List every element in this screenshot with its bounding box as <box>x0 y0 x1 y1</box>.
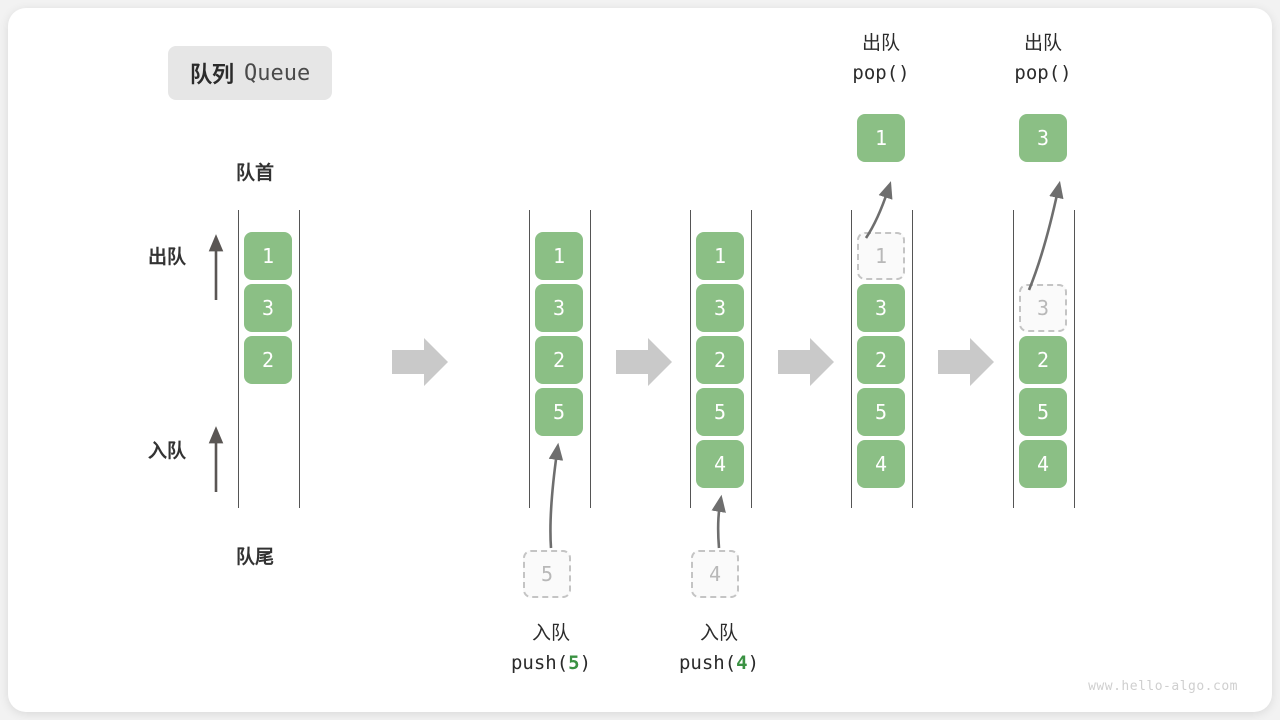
incoming-ghost-item: 4 <box>691 550 739 598</box>
caption-cn: 入队 <box>531 623 570 644</box>
step-caption-push-4: 入队 push(4) <box>634 620 804 677</box>
enqueue-direction-label: 入队 <box>148 441 187 462</box>
queue-item: 4 <box>857 440 905 488</box>
queue-rail-left-c3 <box>690 210 691 508</box>
caption-cn: 出队 <box>861 33 900 54</box>
queue-rail-right-c3 <box>751 210 752 508</box>
dequeue-direction-label: 出队 <box>148 247 187 268</box>
step-caption-pop-1: 出队 pop() <box>796 30 966 87</box>
vacated-ghost-item: 3 <box>1019 284 1067 332</box>
queue-tail-label: 队尾 <box>236 547 275 568</box>
queue-item: 1 <box>696 232 744 280</box>
queue-rail-left-c4 <box>851 210 852 508</box>
queue-item: 2 <box>1019 336 1067 384</box>
queue-item: 5 <box>857 388 905 436</box>
queue-item: 2 <box>244 336 292 384</box>
title-label-en: Queue <box>244 60 311 86</box>
caption-code-value: 4 <box>736 651 748 674</box>
queue-rail-right-c1 <box>299 210 300 508</box>
queue-head-label: 队首 <box>236 163 275 184</box>
caption-code: pop() <box>852 61 910 84</box>
caption-code: pop() <box>1014 61 1072 84</box>
queue-item: 5 <box>535 388 583 436</box>
queue-rail-right-c5 <box>1074 210 1075 508</box>
queue-rail-left-c1 <box>238 210 239 508</box>
queue-item: 1 <box>535 232 583 280</box>
step-caption-pop-3: 出队 pop() <box>958 30 1128 87</box>
queue-rail-right-c4 <box>912 210 913 508</box>
watermark: www.hello-algo.com <box>1088 679 1238 694</box>
step-caption-push-5: 入队 push(5) <box>466 620 636 677</box>
queue-item: 4 <box>1019 440 1067 488</box>
caption-code: push(4) <box>678 651 760 674</box>
caption-code-value: 5 <box>568 651 580 674</box>
queue-item: 4 <box>696 440 744 488</box>
queue-item: 3 <box>696 284 744 332</box>
incoming-ghost-item: 5 <box>523 550 571 598</box>
queue-rail-left-c2 <box>529 210 530 508</box>
title-badge: 队列 Queue <box>168 46 333 100</box>
popped-item: 3 <box>1019 114 1067 162</box>
title-label-cn: 队列 <box>190 62 235 87</box>
queue-item: 2 <box>857 336 905 384</box>
queue-item: 3 <box>535 284 583 332</box>
diagram-card <box>8 8 1272 712</box>
queue-item: 3 <box>244 284 292 332</box>
queue-rail-left-c5 <box>1013 210 1014 508</box>
queue-item: 2 <box>535 336 583 384</box>
caption-cn: 入队 <box>699 623 738 644</box>
queue-item: 5 <box>1019 388 1067 436</box>
queue-item: 1 <box>244 232 292 280</box>
queue-item: 5 <box>696 388 744 436</box>
caption-cn: 出队 <box>1023 33 1062 54</box>
caption-code: push(5) <box>510 651 592 674</box>
queue-item: 2 <box>696 336 744 384</box>
queue-item: 3 <box>857 284 905 332</box>
queue-rail-right-c2 <box>590 210 591 508</box>
vacated-ghost-item: 1 <box>857 232 905 280</box>
popped-item: 1 <box>857 114 905 162</box>
